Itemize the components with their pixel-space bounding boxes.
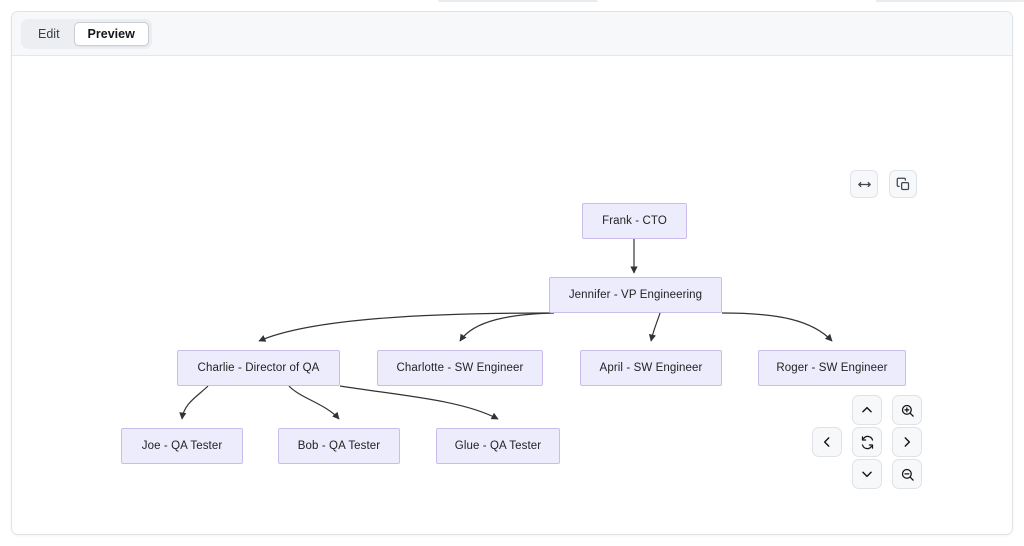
tab-group: Edit Preview bbox=[21, 18, 152, 49]
refresh-icon bbox=[860, 435, 875, 450]
pan-down-button[interactable] bbox=[852, 459, 882, 489]
node-charlie[interactable]: Charlie - Director of QA bbox=[177, 350, 340, 386]
top-strip-left bbox=[438, 0, 598, 2]
fit-width-button[interactable] bbox=[850, 170, 878, 198]
node-charlotte[interactable]: Charlotte - SW Engineer bbox=[377, 350, 543, 386]
copy-icon bbox=[896, 177, 911, 192]
node-glue[interactable]: Glue - QA Tester bbox=[436, 428, 560, 464]
pan-right-button[interactable] bbox=[892, 427, 922, 457]
edge-charlie-bob bbox=[288, 385, 340, 420]
card-header: Edit Preview bbox=[12, 12, 1012, 56]
zoom-in-icon bbox=[900, 403, 915, 418]
copy-button[interactable] bbox=[889, 170, 917, 198]
edge-charlie-joe bbox=[179, 385, 209, 420]
pan-up-button[interactable] bbox=[852, 395, 882, 425]
node-frank[interactable]: Frank - CTO bbox=[582, 203, 687, 239]
zoom-out-icon bbox=[900, 467, 915, 482]
zoom-in-button[interactable] bbox=[892, 395, 922, 425]
chevron-left-icon bbox=[820, 435, 834, 449]
tab-edit[interactable]: Edit bbox=[24, 22, 74, 46]
tab-preview[interactable]: Preview bbox=[73, 21, 149, 46]
page-top-strips bbox=[0, 0, 1024, 5]
edge-jennifer-charlie bbox=[258, 312, 550, 342]
horizontal-arrows-icon bbox=[857, 177, 872, 192]
chevron-down-icon bbox=[860, 467, 874, 481]
edge-jennifer-charlotte bbox=[459, 312, 555, 342]
pan-left-button[interactable] bbox=[812, 427, 842, 457]
edge-charlie-glue bbox=[339, 385, 499, 420]
zoom-out-button[interactable] bbox=[892, 459, 922, 489]
node-jennifer[interactable]: Jennifer - VP Engineering bbox=[549, 277, 722, 313]
preview-card: Edit Preview bbox=[11, 11, 1013, 535]
chevron-right-icon bbox=[900, 435, 914, 449]
diagram-canvas[interactable]: Frank - CTO Jennifer - VP Engineering Ch… bbox=[12, 56, 1012, 534]
node-joe[interactable]: Joe - QA Tester bbox=[121, 428, 243, 464]
node-roger[interactable]: Roger - SW Engineer bbox=[758, 350, 906, 386]
reset-view-button[interactable] bbox=[852, 427, 882, 457]
node-april[interactable]: April - SW Engineer bbox=[580, 350, 722, 386]
top-strip-right bbox=[876, 0, 1024, 2]
chevron-up-icon bbox=[860, 403, 874, 417]
edge-jennifer-april bbox=[648, 312, 661, 342]
edge-jennifer-roger bbox=[721, 312, 833, 342]
node-bob[interactable]: Bob - QA Tester bbox=[278, 428, 400, 464]
